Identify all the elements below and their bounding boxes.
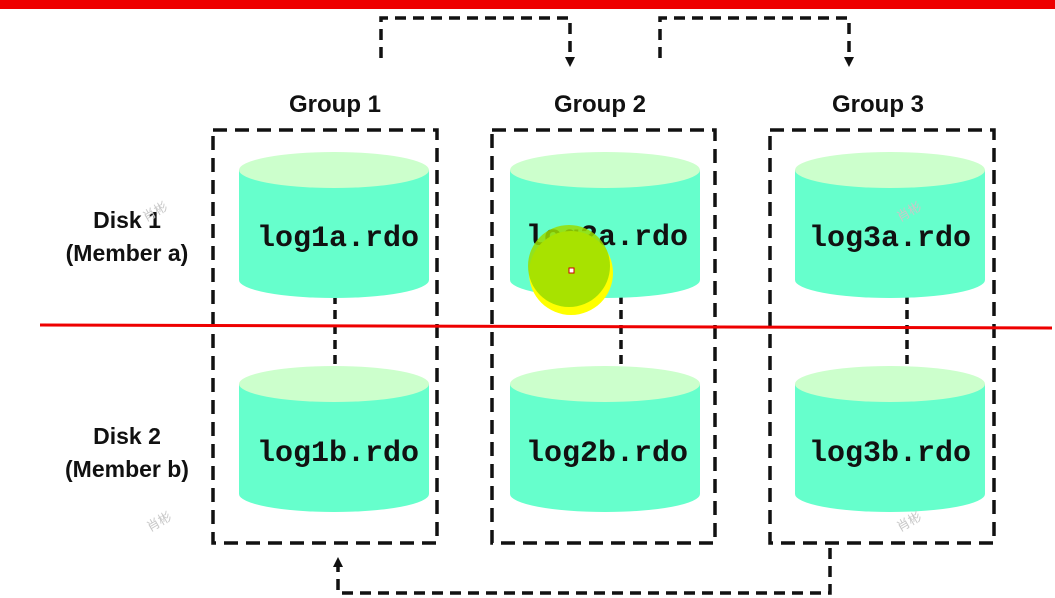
group-boxes xyxy=(211,128,996,545)
file-label-log3a: log3a.rdo xyxy=(809,222,971,256)
cylinder-log3b: log3b.rdo xyxy=(795,366,985,512)
file-label-log1a: log1a.rdo xyxy=(257,222,419,256)
arrow-group2-to-group3 xyxy=(658,16,851,58)
row-label-member-b: (Member b) xyxy=(65,456,189,482)
member-connectors xyxy=(333,295,909,368)
file-label-log2b: log2b.rdo xyxy=(526,437,688,471)
watermark-2: 肖彬 xyxy=(895,509,925,535)
group-box-1 xyxy=(211,128,439,545)
cylinder-log1a: log1a.rdo xyxy=(239,152,429,298)
file-label-log1b: log1b.rdo xyxy=(257,437,419,471)
log-switch-arrows xyxy=(336,16,851,595)
row-label-disk1: Disk 1 xyxy=(93,207,161,233)
row-label-member-a: (Member a) xyxy=(66,240,189,266)
cylinder-log3a: log3a.rdo xyxy=(795,152,985,298)
row-label-disk2: Disk 2 xyxy=(93,423,161,449)
red-divider-line xyxy=(39,323,1053,330)
top-red-bar xyxy=(0,0,1055,9)
group-title-2: Group 2 xyxy=(554,91,646,118)
arrowhead-group1 xyxy=(333,557,343,567)
arrow-group1-to-group2 xyxy=(379,16,572,58)
cursor-highlight xyxy=(528,225,613,315)
cylinder-log2b: log2b.rdo xyxy=(510,366,700,512)
group-box-2 xyxy=(490,128,717,545)
file-label-log3b: log3b.rdo xyxy=(809,437,971,471)
arrowhead-group2 xyxy=(565,57,575,67)
arrow-group3-to-group1 xyxy=(336,548,832,595)
watermark-1: 肖彬 xyxy=(145,509,175,535)
cursor-dot xyxy=(568,267,575,274)
group-title-3: Group 3 xyxy=(832,91,924,118)
cylinder-log1b: log1b.rdo xyxy=(239,366,429,512)
arrowheads xyxy=(333,57,854,567)
group-title-1: Group 1 xyxy=(289,91,381,118)
arrowhead-group3 xyxy=(844,57,854,67)
group-box-3 xyxy=(768,128,996,545)
